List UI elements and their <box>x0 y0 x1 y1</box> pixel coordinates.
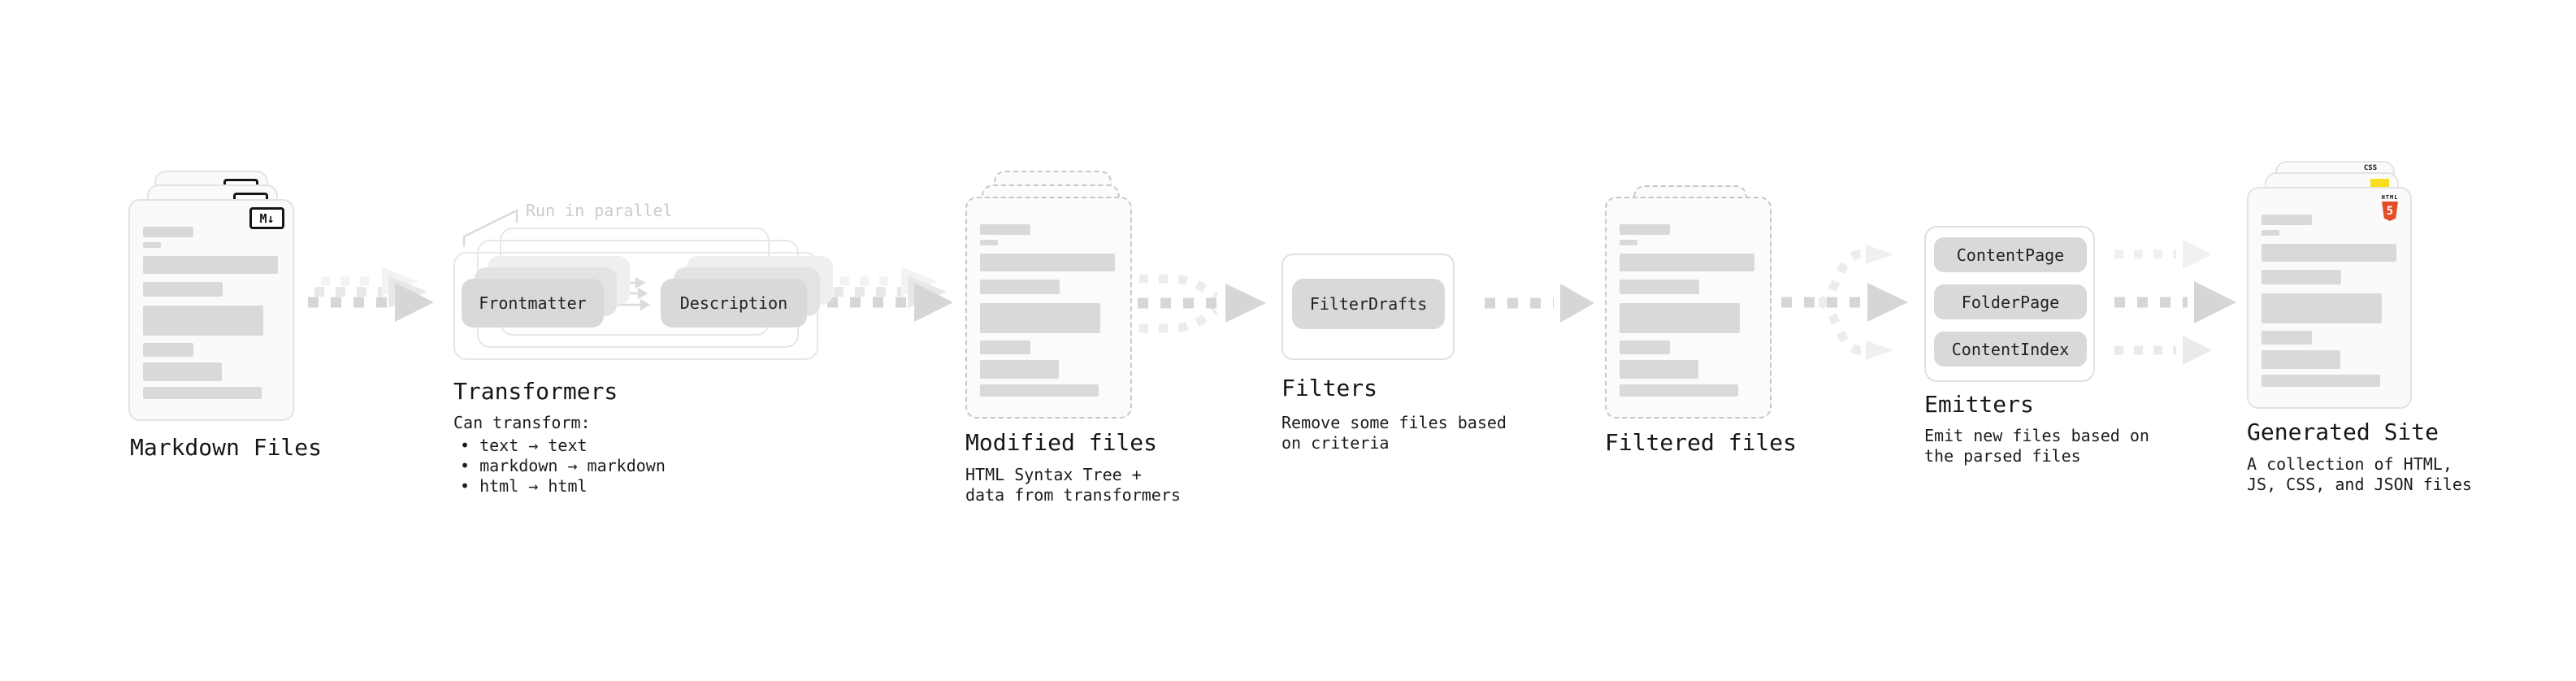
contentpage-pill: ContentPage <box>1934 237 2087 272</box>
filtered-file-card <box>1605 197 1772 419</box>
generated-site-label: Generated Site <box>2247 419 2439 445</box>
html5-icon-word: HTML <box>2381 194 2399 201</box>
skeleton-bar <box>980 224 1030 235</box>
filters-label: Filters <box>1281 375 1378 401</box>
skeleton-bar <box>1620 360 1698 379</box>
skeleton-bar <box>980 280 1060 294</box>
html5-icon: HTML 5 <box>2381 194 2399 221</box>
skeleton-bar <box>1620 240 1637 245</box>
skeleton-bar <box>143 343 193 357</box>
modified-file-card <box>965 197 1132 419</box>
run-in-parallel-note: Run in parallel <box>526 201 673 220</box>
skeleton-bar <box>143 227 193 237</box>
filters-desc: on criteria <box>1281 433 1390 453</box>
arrow-modified-to-filters <box>1138 274 1266 333</box>
frontmatter-pill: Frontmatter <box>462 279 604 327</box>
arrow-filtered-to-emitters <box>1781 245 1908 360</box>
skeleton-bar <box>2262 230 2279 236</box>
transformers-desc-title: Can transform: <box>453 413 591 432</box>
html5-icon-shield: 5 <box>2382 202 2398 221</box>
skeleton-bar <box>980 360 1059 379</box>
skeleton-bar <box>143 362 222 381</box>
filters-desc: Remove some files based <box>1281 413 1507 432</box>
skeleton-bar <box>980 340 1030 354</box>
transformers-label: Transformers <box>453 378 618 405</box>
emitters-desc: Emit new files based on <box>1924 426 2149 445</box>
skeleton-bar <box>2262 350 2340 369</box>
skeleton-bar <box>1620 384 1738 397</box>
emitters-desc: the parsed files <box>1924 446 2081 466</box>
skeleton-bar <box>980 254 1115 271</box>
skeleton-bar <box>143 306 263 336</box>
generated-site-desc: JS, CSS, and JSON files <box>2247 475 2472 494</box>
markdown-files-label: Markdown Files <box>130 434 323 461</box>
skeleton-bar <box>980 240 998 245</box>
skeleton-bar <box>2262 244 2396 262</box>
generated-file-card: HTML 5 <box>2247 187 2412 409</box>
markdown-file-card: M↓ <box>128 199 294 421</box>
skeleton-bar <box>1620 280 1699 294</box>
skeleton-bar <box>980 384 1099 397</box>
skeleton-bar <box>143 256 278 274</box>
skeleton-bar <box>980 303 1100 333</box>
generated-site-desc: A collection of HTML, <box>2247 454 2452 474</box>
modified-files-desc: HTML Syntax Tree + <box>965 465 1142 484</box>
arrow-emitters-to-generated <box>2114 240 2236 365</box>
transformers-bullet: • html → html <box>460 476 588 496</box>
skeleton-bar <box>2262 331 2312 345</box>
skeleton-bar <box>2262 270 2341 284</box>
filterdrafts-pill: FilterDrafts <box>1292 279 1445 329</box>
transformers-bullet: • markdown → markdown <box>460 456 666 475</box>
skeleton-bar <box>143 282 223 297</box>
skeleton-bar <box>143 242 161 248</box>
emitters-label: Emitters <box>1924 391 2034 418</box>
modified-files-label: Modified files <box>965 429 1158 456</box>
html5-icon-number: 5 <box>2386 205 2394 218</box>
description-pill: Description <box>661 279 807 327</box>
skeleton-bar <box>1620 224 1670 235</box>
skeleton-bar <box>2262 215 2312 225</box>
markdown-icon: M↓ <box>249 207 284 229</box>
skeleton-bar <box>2262 375 2380 387</box>
skeleton-bar <box>1620 254 1754 271</box>
folderpage-pill: FolderPage <box>1934 284 2087 319</box>
skeleton-bar <box>143 387 262 399</box>
arrow-transformers-to-modified <box>827 267 953 322</box>
transformers-bullet: • text → text <box>460 436 588 455</box>
arrow-filters-to-filtered <box>1485 284 1594 323</box>
arrow-markdown-to-transformers <box>308 267 434 322</box>
modified-files-desc: data from transformers <box>965 485 1181 505</box>
contentindex-pill: ContentIndex <box>1934 332 2087 367</box>
js-file-icon <box>2370 179 2389 187</box>
skeleton-bar <box>1620 340 1670 354</box>
skeleton-bar <box>1620 303 1740 333</box>
filtered-files-label: Filtered files <box>1605 429 1798 456</box>
skeleton-bar <box>2262 293 2382 323</box>
